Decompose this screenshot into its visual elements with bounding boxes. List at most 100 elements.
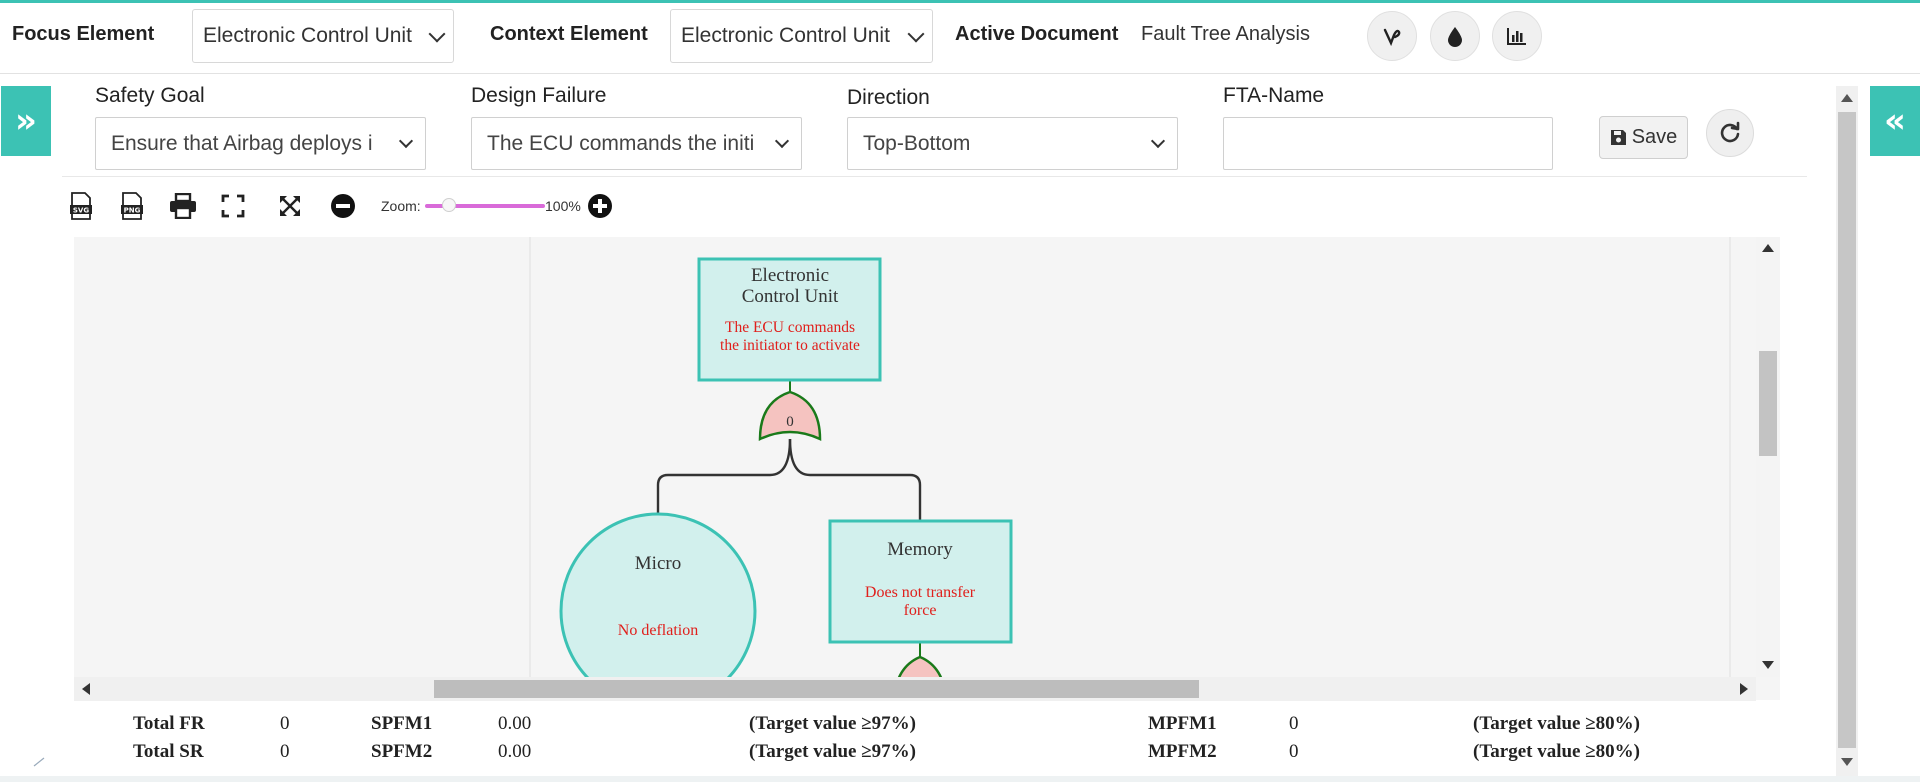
scroll-up-arrow-icon[interactable] [1841,94,1853,102]
save-button-label: Save [1631,126,1678,148]
droplet-icon [1448,27,1462,47]
design-failure-select[interactable]: The ECU commands the initi [471,117,802,170]
design-failure-label: Design Failure [471,84,607,107]
expand-right-panel-button[interactable]: « [1870,86,1920,156]
printer-icon [170,193,196,219]
zoom-in-button[interactable] [585,191,615,221]
bar-chart-icon [1507,28,1526,45]
scrollbar-thumb[interactable] [434,680,1199,698]
context-element-select[interactable]: Electronic Control Unit [670,9,933,63]
focus-element-label: Focus Element [12,23,155,45]
basic-event-title: Micro [635,553,681,574]
canvas-horizontal-scrollbar[interactable] [74,677,1756,701]
fta-name-label: FTA-Name [1223,84,1325,107]
focus-element-select[interactable]: Electronic Control Unit [192,9,454,63]
safety-goal-label: Safety Goal [95,84,205,107]
top-event-title-line2: Control Unit [742,286,839,307]
focus-element-value: Electronic Control Unit [203,24,412,47]
total-sr-value: 0 [280,741,290,762]
scroll-up-arrow-icon[interactable] [1762,244,1774,252]
top-bar: Focus Element Electronic Control Unit Co… [0,0,1920,74]
floppy-disk-icon [1610,130,1626,145]
scroll-down-arrow-icon[interactable] [1762,661,1774,669]
canvas-vertical-scrollbar[interactable] [1756,237,1780,677]
spfm2-value: 0.00 [498,741,532,762]
droplet-button[interactable] [1430,11,1480,61]
spfm1-target: (Target value ≥97%) [749,713,916,734]
scrollbar-thumb[interactable] [1838,112,1856,748]
top-event-desc-line2: the initiator to activate [720,337,860,354]
total-sr-label: Total SR [133,741,204,762]
refresh-button[interactable] [1706,109,1754,157]
or-gate[interactable]: 0 [758,390,822,441]
svg-text:SVG: SVG [73,207,89,215]
total-fr-label: Total FR [133,713,205,734]
safety-goal-select[interactable]: Ensure that Airbag deploys i [95,117,426,170]
expand-left-panel-button[interactable]: » [1,86,51,156]
fullscreen-icon [221,194,245,218]
basic-event-desc: No deflation [618,622,698,639]
intermediate-event-title: Memory [887,539,953,560]
basic-event-node[interactable]: Micro No deflation [559,512,757,700]
double-chevron-right-icon: » [15,101,37,141]
connector-line [788,438,922,521]
expand-arrows-icon [280,196,300,216]
print-button[interactable] [168,191,198,221]
top-event-node[interactable]: Electronic Control Unit The ECU commands… [697,257,882,382]
mpfm2-value: 0 [1289,741,1299,762]
svg-file-icon: SVG [70,192,92,220]
intermediate-event-node[interactable]: Memory Does not transfer force [828,519,1013,644]
export-svg-button[interactable]: SVG [66,191,96,221]
connector-line [656,438,792,515]
intermediate-event-desc-line1: Does not transfer [865,584,976,601]
design-failure-value: The ECU commands the initi [487,132,755,155]
page-vertical-scrollbar[interactable] [1836,86,1858,776]
refresh-icon [1720,121,1740,143]
svg-text:PNG: PNG [124,207,141,215]
chevron-down-icon [774,133,790,149]
mpfm2-label: MPFM2 [1148,741,1217,762]
chevron-down-icon [428,25,446,43]
zoom-percent: 100% [545,198,581,214]
fault-tree-canvas[interactable]: Electronic Control Unit The ECU commands… [74,237,1780,700]
spfm1-value: 0.00 [498,713,532,734]
fta-name-input[interactable] [1223,117,1553,170]
save-button[interactable]: Save [1599,116,1688,159]
safety-goal-value: Ensure that Airbag deploys i [111,132,373,155]
chevron-down-icon [398,133,414,149]
scroll-right-arrow-icon[interactable] [1740,683,1748,695]
fault-tree-diagram: Electronic Control Unit The ECU commands… [529,237,1731,700]
png-file-icon: PNG [121,192,143,220]
scrollbar-thumb[interactable] [1759,351,1777,456]
top-event-desc-line1: The ECU commands [725,319,855,336]
zoom-slider-track[interactable] [425,204,545,208]
minus-circle-icon [331,194,355,218]
intermediate-event-desc-line2: force [904,602,937,619]
export-png-button[interactable]: PNG [117,191,147,221]
direction-value: Top-Bottom [863,132,971,155]
mpfm1-value: 0 [1289,713,1299,734]
gate-value: 0 [786,414,794,430]
spfm1-label: SPFM1 [371,713,433,734]
divider [62,176,1807,177]
direction-label: Direction [847,86,930,109]
chart-button[interactable] [1492,11,1542,61]
fit-to-screen-button[interactable] [275,191,305,221]
mpfm2-target: (Target value ≥80%) [1473,741,1640,762]
fullscreen-button[interactable] [218,191,248,221]
direction-select[interactable]: Top-Bottom [847,117,1178,170]
top-event-title-line1: Electronic [751,265,829,286]
scroll-down-arrow-icon[interactable] [1841,758,1853,766]
chevron-down-icon [907,25,925,43]
active-document-value: Fault Tree Analysis [1141,23,1310,45]
vine-button[interactable] [1367,11,1417,61]
chevron-down-icon [1150,133,1166,149]
total-fr-value: 0 [280,713,290,734]
zoom-slider-thumb[interactable] [442,198,456,212]
zoom-out-button[interactable] [328,191,358,221]
resize-handle-icon[interactable] [32,756,46,768]
bottom-strip [0,776,1920,782]
double-chevron-left-icon: « [1884,101,1906,141]
scroll-left-arrow-icon[interactable] [82,683,90,695]
context-element-value: Electronic Control Unit [681,24,890,47]
